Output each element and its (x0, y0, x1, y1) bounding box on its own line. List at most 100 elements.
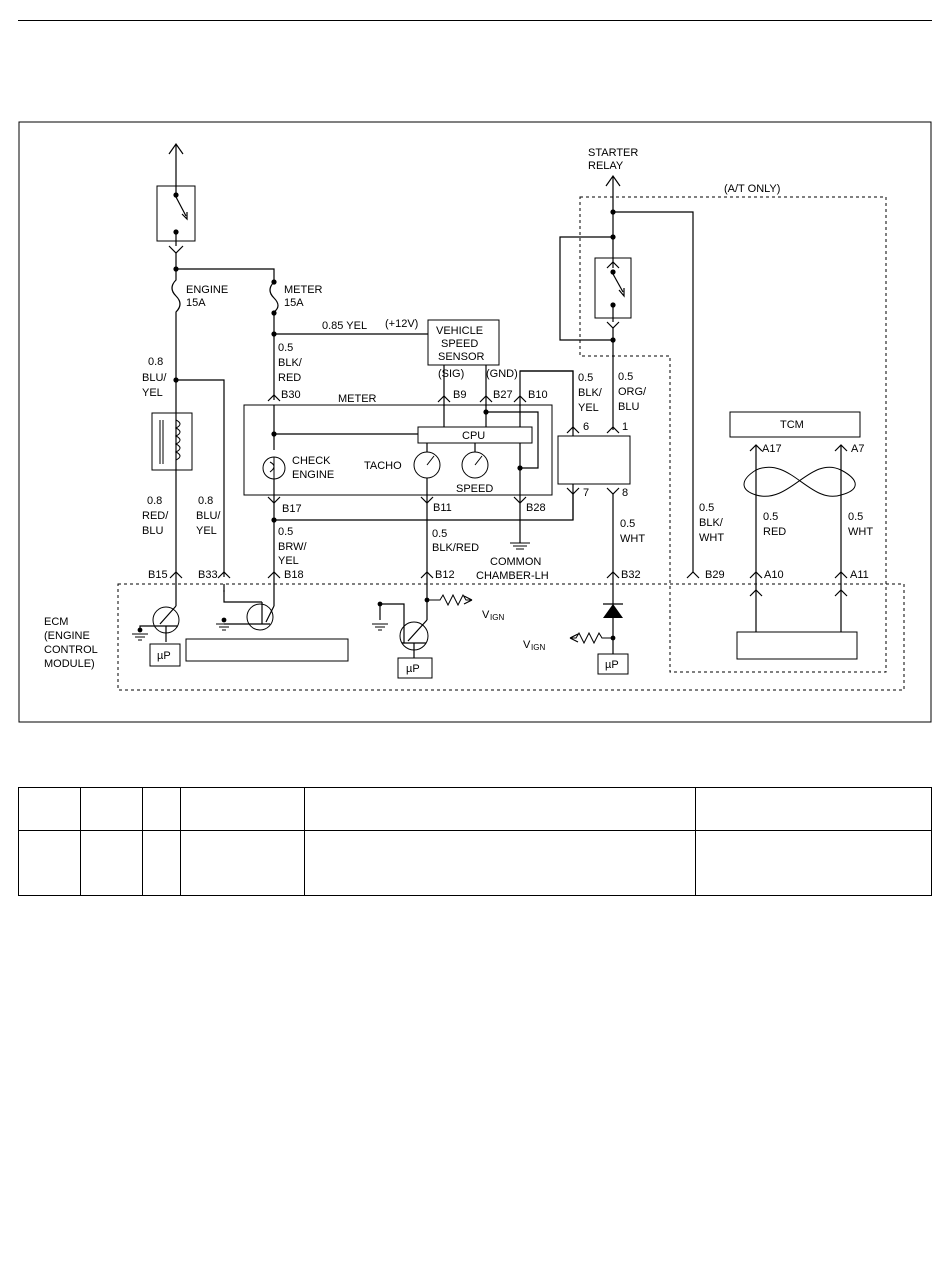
svg-text:RED: RED (763, 526, 786, 538)
meter-fuse-label: METER (284, 284, 323, 296)
svg-text:0.5: 0.5 (699, 502, 714, 514)
svg-text:B18: B18 (284, 569, 304, 581)
wiring-diagram: ENGINE 15A METER 15A 0.8 BLU/ YEL 0.8 RE… (18, 121, 932, 723)
svg-text:0.5: 0.5 (620, 518, 635, 530)
svg-text:RELAY: RELAY (588, 160, 624, 172)
svg-text:SENSOR: SENSOR (438, 351, 485, 363)
svg-text:B27: B27 (493, 389, 513, 401)
svg-text:0.5: 0.5 (578, 372, 593, 384)
tcm-module: TCM A17 A7 0.5 RED 0.5 WHT (729, 411, 873, 584)
top-rule (18, 20, 932, 21)
svg-text:(ENGINE: (ENGINE (44, 630, 90, 642)
svg-text:0.85 YEL: 0.85 YEL (322, 320, 367, 332)
svg-text:B12: B12 (435, 569, 455, 581)
meter-fuse: METER 15A (269, 279, 323, 316)
svg-text:TCM: TCM (780, 419, 804, 431)
svg-text:BRW/: BRW/ (278, 541, 307, 553)
intermediate-module: 6 1 7 8 (557, 421, 631, 499)
engine-fuse: ENGINE 15A (171, 269, 228, 333)
svg-text:BLK/: BLK/ (278, 357, 303, 369)
svg-text:ENGINE: ENGINE (292, 469, 334, 481)
svg-text:B11: B11 (433, 502, 452, 514)
svg-text:0.8: 0.8 (147, 495, 162, 507)
svg-text:6: 6 (583, 421, 589, 433)
svg-text:TACHO: TACHO (364, 460, 402, 472)
svg-text:(+12V): (+12V) (385, 318, 418, 330)
svg-text:ORG/: ORG/ (618, 386, 647, 398)
svg-text:B32: B32 (621, 569, 641, 581)
svg-text:µP: µP (605, 659, 619, 671)
svg-text:B28: B28 (526, 502, 546, 514)
table-row (18, 830, 932, 896)
svg-text:15A: 15A (284, 297, 304, 309)
table-header-row (18, 787, 932, 831)
svg-text:1: 1 (622, 421, 628, 433)
svg-text:CHAMBER-LH: CHAMBER-LH (476, 570, 549, 582)
svg-text:B10: B10 (528, 389, 548, 401)
ground-symbol (510, 503, 530, 550)
svg-text:BLU: BLU (142, 525, 163, 537)
svg-text:ECM: ECM (44, 616, 68, 628)
svg-text:µP: µP (406, 663, 420, 675)
svg-text:BLK/: BLK/ (578, 387, 603, 399)
svg-text:(GND): (GND) (486, 368, 518, 380)
svg-text:0.5: 0.5 (763, 511, 778, 523)
svg-text:7: 7 (583, 487, 589, 499)
ecm-boundary (117, 583, 905, 691)
svg-text:BLU: BLU (618, 401, 639, 413)
svg-text:0.5: 0.5 (432, 528, 447, 540)
svg-text:RED/: RED/ (142, 510, 169, 522)
diagram-frame (18, 121, 932, 723)
svg-text:SPEED: SPEED (441, 338, 478, 350)
svg-text:B15: B15 (148, 569, 168, 581)
svg-text:YEL: YEL (196, 525, 217, 537)
info-table (18, 787, 932, 896)
svg-text:(A/T ONLY): (A/T ONLY) (724, 183, 780, 195)
svg-text:0.8: 0.8 (148, 356, 163, 368)
svg-text:BLU/: BLU/ (196, 510, 221, 522)
svg-text:8: 8 (622, 487, 628, 499)
ecm-label: ECM (ENGINE CONTROL MODULE) (44, 616, 98, 670)
svg-text:VEHICLE: VEHICLE (436, 325, 483, 337)
svg-text:WHT: WHT (699, 532, 724, 544)
svg-text:CHECK: CHECK (292, 455, 331, 467)
meter-cluster: METER CPU CHECK ENGINE TACHO SPEED (243, 393, 553, 502)
svg-text:WHT: WHT (620, 533, 645, 545)
svg-text:IGN: IGN (531, 643, 545, 652)
svg-text:BLU/: BLU/ (142, 372, 167, 384)
svg-text:B30: B30 (281, 389, 301, 401)
inhibitor-switch (594, 257, 632, 329)
svg-text:V: V (482, 609, 490, 621)
svg-text:YEL: YEL (142, 387, 163, 399)
svg-text:B29: B29 (705, 569, 725, 581)
svg-text:MODULE): MODULE) (44, 658, 95, 670)
svg-text:0.5: 0.5 (278, 526, 293, 538)
relay-coil (151, 412, 193, 471)
svg-text:B33: B33 (198, 569, 218, 581)
svg-text:YEL: YEL (278, 555, 299, 567)
ignition-switch (156, 142, 196, 254)
ecm-tcm-block (736, 584, 858, 660)
svg-text:0.5: 0.5 (848, 511, 863, 523)
svg-text:A7: A7 (851, 443, 864, 455)
svg-text:CPU: CPU (462, 430, 485, 442)
engine-fuse-label: ENGINE (186, 284, 228, 296)
svg-text:15A: 15A (186, 297, 206, 309)
svg-text:BLK/: BLK/ (699, 517, 724, 529)
svg-text:RED: RED (278, 372, 301, 384)
ecm-diode-circuit: V IGN µP (523, 584, 629, 675)
ecm-transistor-1: µP (132, 584, 181, 667)
vehicle-speed-sensor: VEHICLE SPEED SENSOR (SIG) (GND) (427, 319, 518, 380)
svg-text:(SIG): (SIG) (438, 368, 464, 380)
svg-text:BLK/RED: BLK/RED (432, 542, 479, 554)
svg-text:A11: A11 (850, 569, 869, 581)
ecm-transistor-2 (185, 584, 349, 662)
svg-text:STARTER: STARTER (588, 147, 638, 159)
svg-text:B9: B9 (453, 389, 466, 401)
svg-text:0.5: 0.5 (618, 371, 633, 383)
svg-text:SPEED: SPEED (456, 483, 493, 495)
svg-text:A17: A17 (762, 443, 782, 455)
svg-text:CONTROL: CONTROL (44, 644, 98, 656)
svg-text:YEL: YEL (578, 402, 599, 414)
svg-text:COMMON: COMMON (490, 556, 541, 568)
